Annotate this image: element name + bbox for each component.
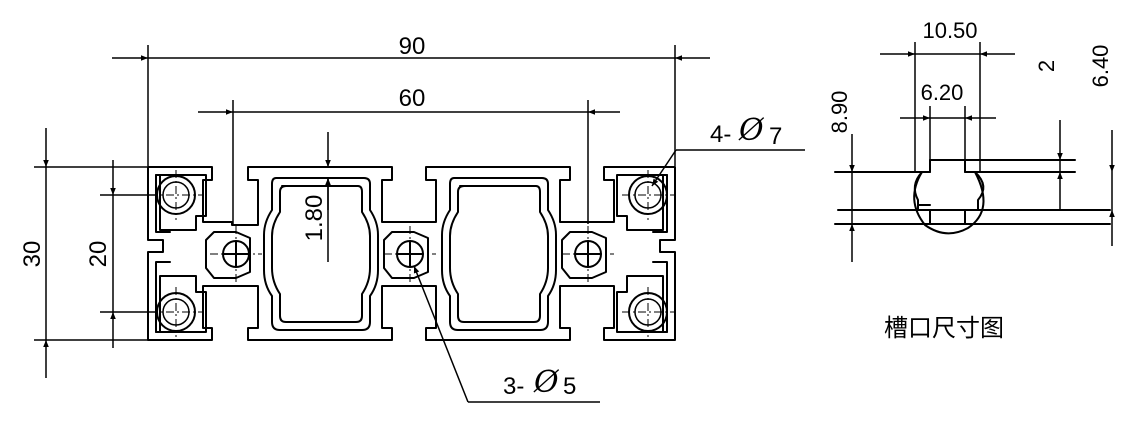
lip-depth-label: 6.40 xyxy=(1088,45,1113,88)
dimension-30: 30 xyxy=(19,128,148,378)
profile-outline xyxy=(147,166,676,341)
slot-opening-label: 6.20 xyxy=(921,80,964,105)
slot-depth-label: 8.90 xyxy=(827,91,852,134)
holes-large-dia: 7 xyxy=(769,123,782,150)
center-hole-left xyxy=(210,226,262,282)
dim-60-label: 60 xyxy=(399,85,426,112)
profile-inner-outline xyxy=(155,174,207,231)
aluminum-profile-section xyxy=(147,166,676,341)
phi-symbol-small: Ø xyxy=(533,365,560,400)
dimension-20: 20 xyxy=(85,160,156,348)
dimension-1-80: 1.80 xyxy=(301,132,331,262)
leader-4-phi-7: 4- Ø 7 xyxy=(651,113,805,187)
dim-20-label: 20 xyxy=(85,241,112,268)
dim-1-80-label: 1.80 xyxy=(301,195,328,242)
lip-thickness-label: 2 xyxy=(1034,60,1059,72)
dimension-90: 90 xyxy=(112,33,710,166)
holes-small-dia: 5 xyxy=(563,373,576,400)
slot-detail-title: 槽口尺寸图 xyxy=(884,314,1004,342)
right-chamber xyxy=(441,177,557,331)
dimension-60: 60 xyxy=(198,85,620,224)
slot-detail: 10.50 6.20 8.90 2 6.40 槽口尺寸图 xyxy=(827,18,1115,342)
corner-hole-bottom-right xyxy=(622,287,674,337)
dim-90-label: 90 xyxy=(399,33,426,60)
slot-profile xyxy=(834,159,1076,173)
corner-hole-bottom-left xyxy=(150,287,202,337)
corner-hole-top-right xyxy=(622,170,674,220)
center-hole-right xyxy=(562,226,614,282)
slot-top-width-label: 10.50 xyxy=(922,18,977,43)
phi-symbol-large: Ø xyxy=(738,113,765,148)
left-chamber xyxy=(263,177,379,331)
holes-large-count: 4- xyxy=(710,121,731,148)
corner-hole-top-left xyxy=(150,170,202,220)
holes-small-count: 3- xyxy=(503,373,524,400)
center-hole-middle xyxy=(384,226,436,282)
dim-30-label: 30 xyxy=(19,241,46,268)
leader-3-phi-5: 3- Ø 5 xyxy=(413,265,600,403)
